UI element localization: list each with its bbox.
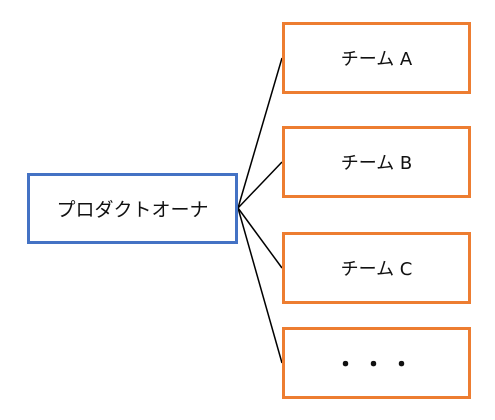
connector-team-a — [237, 57, 283, 209]
team-c-box: チーム C — [282, 232, 471, 304]
product-owner-label: プロダクトオーナ — [56, 199, 209, 221]
team-a-box: チーム A — [282, 22, 471, 94]
team-a-label: チーム A — [340, 49, 413, 70]
connector-team-more — [237, 207, 283, 364]
product-owner-box: プロダクトオーナ — [27, 173, 238, 244]
connector-team-c — [237, 207, 283, 269]
connector-team-b — [237, 161, 283, 209]
team-b-label: チーム B — [340, 153, 413, 174]
team-b-box: チーム B — [282, 126, 471, 198]
team-more-box: ・・・ — [282, 327, 471, 399]
team-more-label: ・・・ — [334, 353, 419, 378]
team-c-label: チーム C — [340, 259, 413, 280]
